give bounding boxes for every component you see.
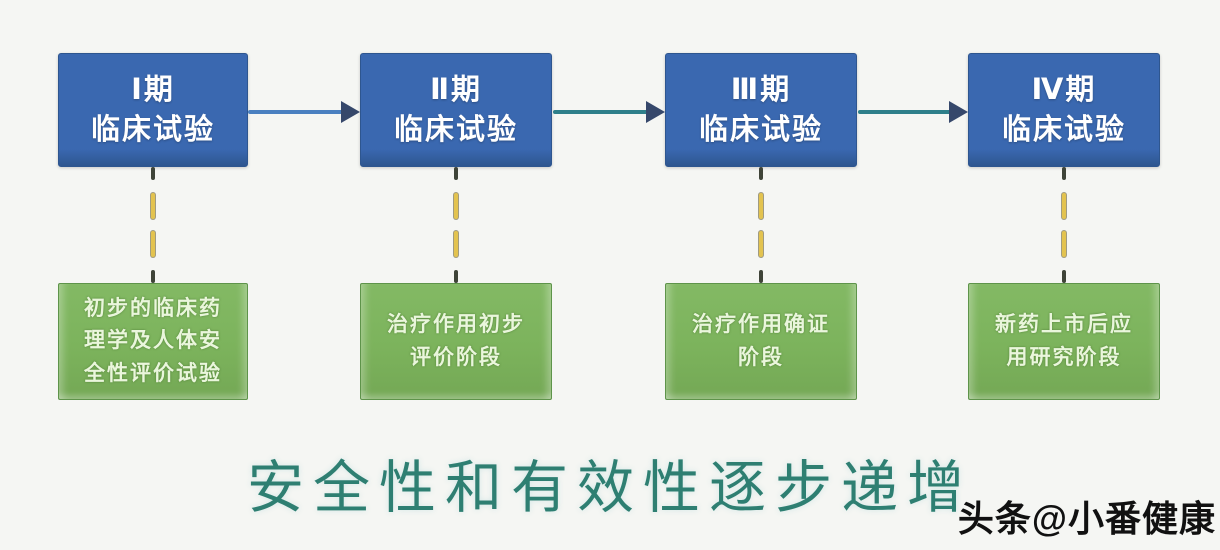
- phase-3-label: Ⅲ期 临床试验: [698, 73, 823, 146]
- phase-2-description: 治疗作用初步 评价阶段: [387, 312, 525, 369]
- flow-arrow-1: [248, 101, 360, 123]
- flow-arrow-2: [553, 101, 665, 123]
- dash-segment: [759, 192, 763, 219]
- phase-1-box: Ⅰ期 临床试验: [58, 53, 248, 167]
- dashed-connector-3: [759, 167, 764, 283]
- flow-arrow-3: [858, 101, 968, 123]
- dash-segment: [1062, 269, 1066, 283]
- phase-column-4: Ⅳ期 临床试验 新药上市后应 用研究阶段: [968, 53, 1160, 400]
- phase-2-box: Ⅱ期 临床试验: [360, 53, 552, 167]
- dash-segment: [151, 192, 155, 219]
- phase-4-label: Ⅳ期 临床试验: [1001, 73, 1126, 146]
- phase-2-label: Ⅱ期 临床试验: [393, 73, 518, 146]
- dash-segment: [151, 167, 155, 180]
- dash-segment: [454, 167, 458, 180]
- arrow-right-icon: [646, 101, 665, 123]
- watermark-text: 头条@小番健康: [957, 498, 1216, 539]
- dash-segment: [1062, 167, 1066, 180]
- phase-3-box: Ⅲ期 临床试验: [665, 53, 857, 167]
- phase-4-description-box: 新药上市后应 用研究阶段: [968, 283, 1160, 400]
- phase-1-label: Ⅰ期 临床试验: [90, 73, 215, 146]
- dash-segment: [454, 231, 458, 258]
- dashed-connector-2: [454, 167, 459, 283]
- dash-segment: [759, 167, 763, 180]
- phase-3-description-box: 治疗作用确证 阶段: [665, 283, 857, 400]
- phase-4-box: Ⅳ期 临床试验: [968, 53, 1160, 167]
- caption-text: 安全性和有效性逐步递增: [247, 457, 973, 520]
- phase-4-description: 新药上市后应 用研究阶段: [995, 312, 1133, 369]
- dash-segment: [454, 269, 458, 283]
- dash-segment: [1062, 231, 1066, 258]
- phase-column-1: Ⅰ期 临床试验 初步的临床药 理学及人体安 全性评价试验: [58, 53, 248, 400]
- dashed-connector-4: [1062, 167, 1067, 283]
- phase-column-3: Ⅲ期 临床试验 治疗作用确证 阶段: [665, 53, 857, 400]
- dash-segment: [759, 231, 763, 258]
- phase-3-description: 治疗作用确证 阶段: [692, 312, 830, 369]
- arrow-right-icon: [341, 101, 360, 123]
- dash-segment: [759, 269, 763, 283]
- phase-1-description-box: 初步的临床药 理学及人体安 全性评价试验: [58, 283, 248, 400]
- dash-segment: [1062, 192, 1066, 219]
- phase-2-description-box: 治疗作用初步 评价阶段: [360, 283, 552, 400]
- arrow-right-icon: [949, 101, 968, 123]
- arrow-line: [248, 110, 346, 114]
- arrow-line: [553, 110, 651, 114]
- dash-segment: [454, 192, 458, 219]
- phase-1-description: 初步的临床药 理学及人体安 全性评价试验: [84, 296, 222, 385]
- dash-segment: [151, 269, 155, 283]
- arrow-line: [858, 110, 954, 114]
- dash-segment: [151, 231, 155, 258]
- dashed-connector-1: [151, 167, 156, 283]
- phase-column-2: Ⅱ期 临床试验 治疗作用初步 评价阶段: [360, 53, 552, 400]
